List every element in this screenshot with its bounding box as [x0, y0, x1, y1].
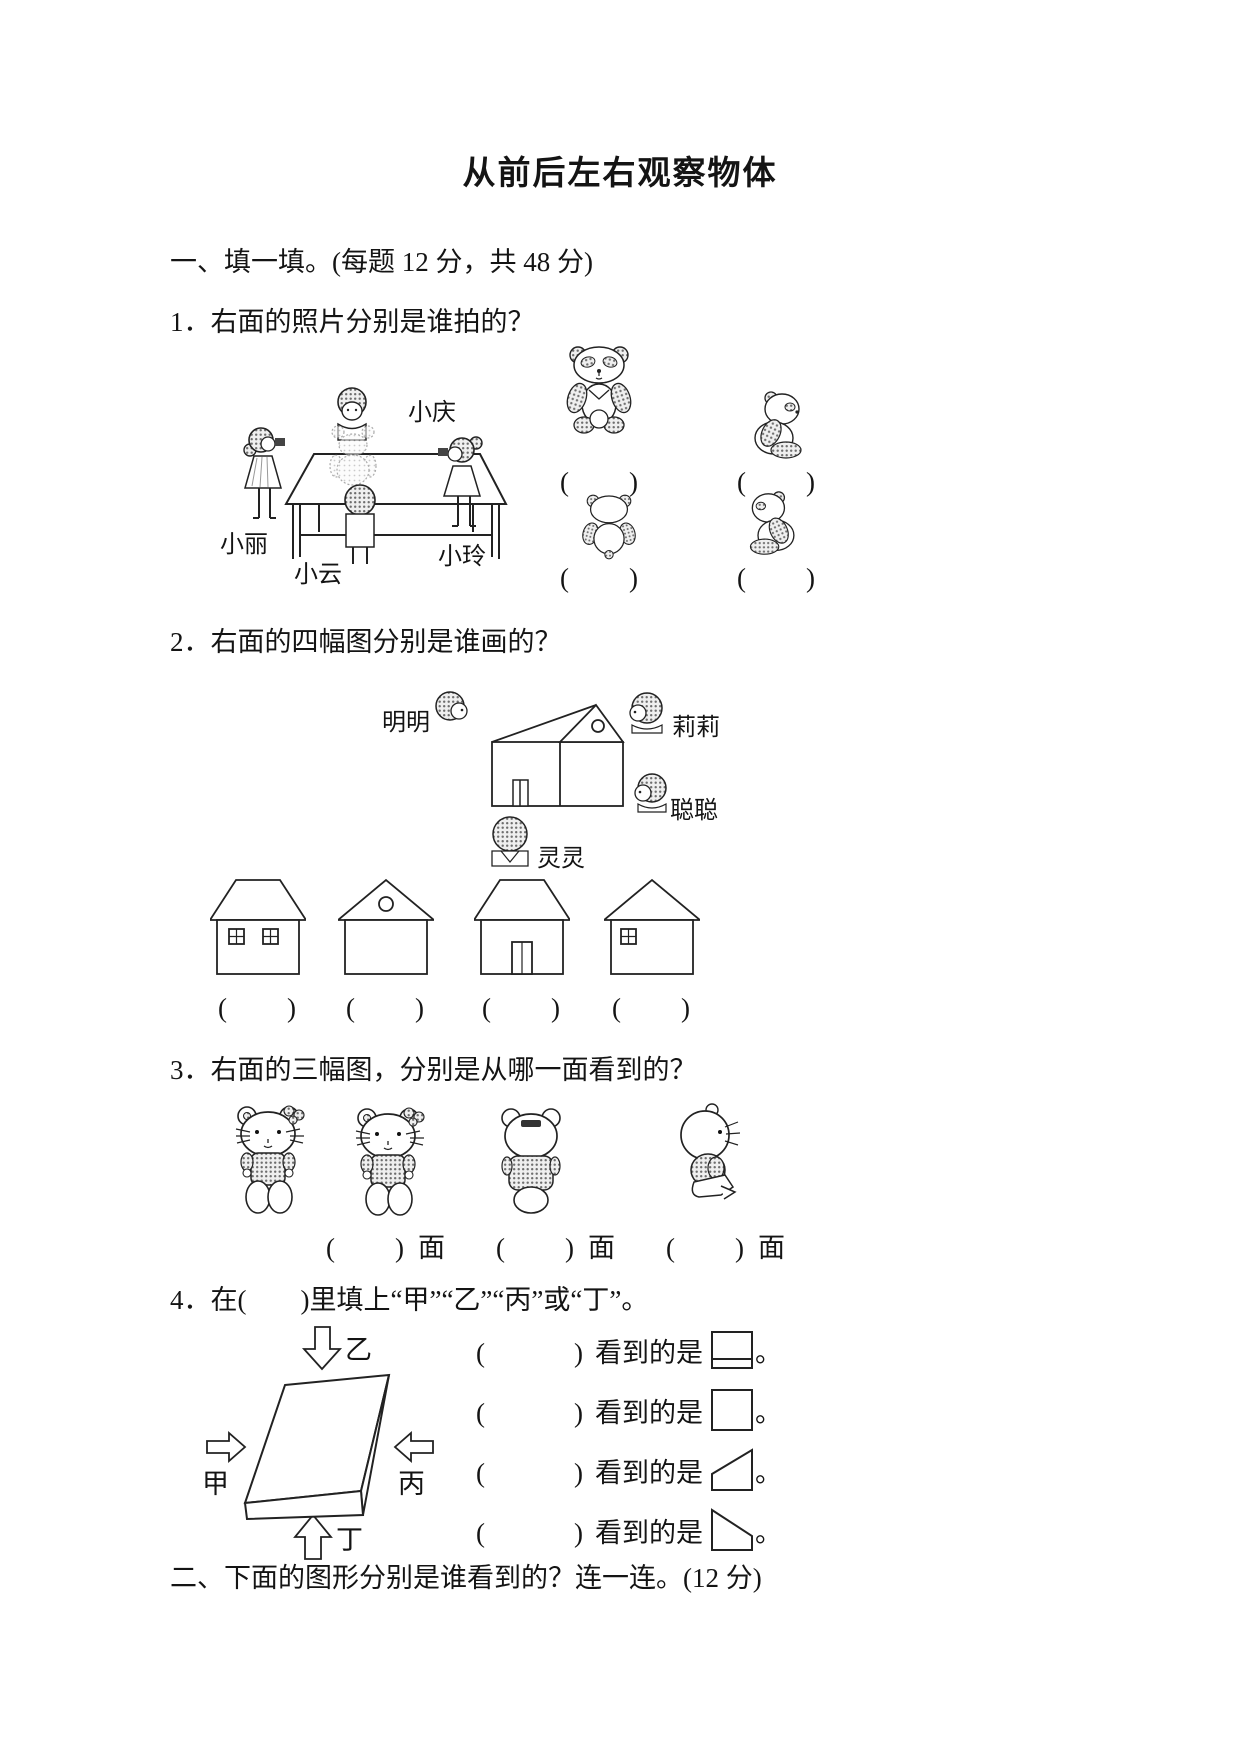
child-name-label: 明明 [382, 710, 430, 736]
q1-text: 1．右面的照片分别是谁拍的？ [170, 307, 535, 337]
panda-left-side-view-photo [749, 491, 795, 555]
q3-text: 3．右面的三幅图，分别是从哪一面看到的？ [170, 1055, 697, 1085]
tag-icon [521, 1120, 541, 1127]
face-suffix-label: 面 [587, 1233, 615, 1263]
see-label: 看到的是 [594, 1337, 703, 1368]
see-label: 看到的是 [594, 1397, 703, 1428]
q4-text: 4．在( )里填上“甲”“乙”“丙”或“丁”。 [170, 1285, 649, 1315]
answer-blank[interactable]: ( ) [218, 993, 298, 1023]
q4-answer-row: ( ) 看到的是 。 [476, 1326, 782, 1374]
bow-icon [403, 1107, 425, 1127]
q4-wedge-illustration [206, 1326, 434, 1560]
house-picture-gable-one-window [604, 878, 700, 975]
tail-icon [720, 1185, 737, 1200]
arrow-right-icon [206, 1431, 247, 1463]
answer-blank[interactable]: ( ) [476, 1457, 585, 1488]
q4-answer-row: ( ) 看到的是 。 [476, 1506, 782, 1554]
child-xiaoli-figure [243, 427, 285, 519]
child-name-label: 聪聪 [670, 798, 718, 824]
child-xiaoyun-figure [344, 484, 376, 564]
arrow-label: 丙 [398, 1469, 425, 1499]
toy-cat-side-view-figure [680, 1103, 741, 1200]
q2-text: 2．右面的四幅图分别是谁画的？ [170, 627, 562, 657]
house-3d-drawing [491, 703, 625, 807]
page-title: 从前后左右观察物体 [462, 154, 778, 191]
faint-panda-on-table [329, 425, 377, 486]
camera-icon [438, 448, 448, 456]
shape-right-trapezoid-taller-left [710, 1508, 753, 1551]
answer-blank[interactable]: ( ) [496, 1233, 576, 1263]
answer-blank[interactable]: ( ) [476, 1517, 585, 1548]
face-suffix-label: 面 [417, 1233, 445, 1263]
house-picture-front-with-door [474, 879, 570, 975]
child-name-label: 小玲 [438, 544, 486, 570]
face-suffix-label: 面 [757, 1233, 785, 1263]
q4-answer-row: ( ) 看到的是 。 [476, 1446, 782, 1494]
see-label: 看到的是 [594, 1457, 703, 1488]
arrow-label: 丁 [336, 1525, 363, 1555]
child-xiaoqing-figure [337, 387, 367, 441]
panda-back-view-photo [582, 494, 636, 560]
q2-house-scene-illustration [435, 691, 667, 867]
child-lingling-figure [491, 816, 529, 867]
shape-right-trapezoid-taller-right [710, 1448, 753, 1491]
period-label: 。 [754, 1457, 782, 1488]
section-two-heading: 二、下面的图形分别是谁看到的？连一连。(12 分) [170, 1563, 762, 1593]
child-name-label: 小庆 [408, 400, 456, 426]
child-name-label: 莉莉 [672, 715, 720, 741]
arrow-up-icon [293, 1513, 333, 1560]
panda-front-view-photo [566, 346, 632, 434]
toy-cat-front-reference-figure [235, 1105, 305, 1214]
answer-blank[interactable]: ( ) [612, 993, 692, 1023]
answer-blank[interactable]: ( ) [346, 993, 426, 1023]
q3-blank-group: ( ) 面 [496, 1226, 615, 1265]
answer-blank[interactable]: ( ) [326, 1233, 406, 1263]
shape-square [710, 1389, 753, 1431]
child-name-label: 灵灵 [537, 846, 585, 872]
answer-blank[interactable]: ( ) [737, 467, 817, 497]
toy-cat-front-view-figure [355, 1107, 425, 1216]
q3-blank-group: ( ) 面 [326, 1226, 445, 1265]
answer-blank[interactable]: ( ) [560, 563, 640, 593]
answer-blank[interactable]: ( ) [476, 1397, 585, 1428]
answer-blank[interactable]: ( ) [482, 993, 562, 1023]
wedge-3d-shape [243, 1373, 391, 1521]
shape-rectangle-with-bottom-strip [710, 1331, 753, 1369]
house-picture-gable-round-window [338, 878, 434, 975]
child-name-label: 小丽 [220, 532, 268, 558]
bow-icon [283, 1105, 305, 1125]
panda-right-side-view-photo [754, 391, 802, 459]
q3-blank-group: ( ) 面 [666, 1226, 785, 1265]
child-name-label: 小云 [294, 562, 342, 588]
period-label: 。 [754, 1397, 782, 1428]
answer-blank[interactable]: ( ) [560, 467, 640, 497]
q1-table-scene-illustration [243, 387, 508, 564]
arrow-down-icon [301, 1326, 343, 1371]
answer-blank[interactable]: ( ) [666, 1233, 746, 1263]
arrow-left-icon [393, 1431, 434, 1463]
see-label: 看到的是 [594, 1517, 703, 1548]
answer-blank[interactable]: ( ) [476, 1337, 585, 1368]
section-one-heading: 一、填一填。(每题 12 分，共 48 分) [170, 247, 593, 277]
arrow-label: 乙 [345, 1335, 372, 1365]
period-label: 。 [754, 1337, 782, 1368]
child-xiaoling-figure [438, 436, 483, 527]
toy-cat-back-view-figure [501, 1108, 561, 1214]
period-label: 。 [754, 1517, 782, 1548]
answer-blank[interactable]: ( ) [737, 563, 817, 593]
child-mingming-figure [435, 691, 468, 721]
q4-answer-row: ( ) 看到的是 。 [476, 1386, 782, 1434]
child-congcong-figure [634, 773, 667, 813]
child-lili-figure [629, 692, 663, 734]
camera-icon [275, 438, 285, 446]
house-picture-side-two-windows [210, 879, 306, 975]
arrow-label: 甲 [202, 1469, 229, 1499]
